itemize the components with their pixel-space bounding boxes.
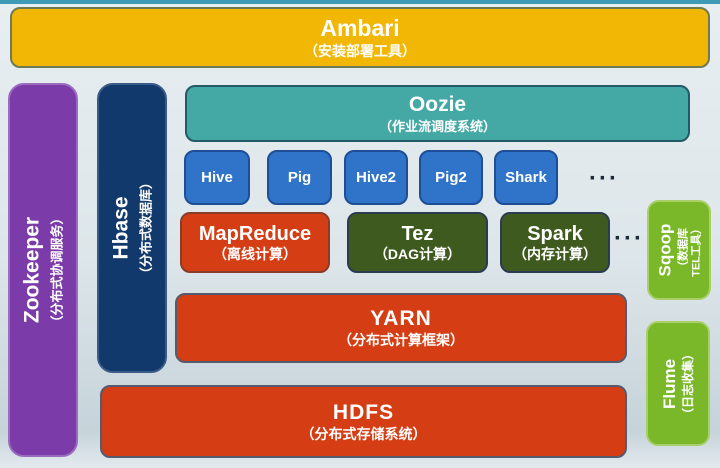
ambari-box: Ambari （安装部署工具） xyxy=(10,7,710,68)
mapreduce-subtitle: （离线计算） xyxy=(213,246,297,263)
sqoop-box: Sqoop （数据库 TEL工具） xyxy=(647,200,711,300)
oozie-box: Oozie （作业流调度系统） xyxy=(185,85,690,142)
sqoop-subtitle-line1: （数据库 xyxy=(677,228,690,272)
hbase-title: Hbase xyxy=(109,196,133,260)
flume-title: Flume xyxy=(660,358,680,409)
top-border-strip xyxy=(0,0,720,4)
ambari-subtitle: （安装部署工具） xyxy=(304,43,416,60)
sqoop-subtitle: （数据库 TEL工具） xyxy=(677,223,702,277)
shark-box: Shark xyxy=(494,150,558,205)
zookeeper-rotated-text: Zookeeper （分布式协调服务） xyxy=(21,211,66,328)
oozie-title: Oozie xyxy=(408,93,467,117)
yarn-box: YARN （分布式计算框架） xyxy=(175,293,627,363)
flume-box: Flume （日志收集） xyxy=(646,321,710,446)
zookeeper-box: Zookeeper （分布式协调服务） xyxy=(8,83,78,457)
hdfs-box: HDFS （分布式存储系统） xyxy=(100,385,627,458)
mapreduce-box: MapReduce （离线计算） xyxy=(180,212,330,273)
sqoop-title: Sqoop xyxy=(655,223,675,277)
engines-ellipsis: ··· xyxy=(614,225,644,252)
tez-title: Tez xyxy=(401,223,434,246)
spark-box: Spark （内存计算） xyxy=(500,212,610,273)
oozie-subtitle: （作业流调度系统） xyxy=(378,118,496,134)
hbase-subtitle: （分布式数据库） xyxy=(138,175,154,281)
clients-ellipsis: ··· xyxy=(589,165,619,192)
yarn-title: YARN xyxy=(370,307,432,331)
pig-box: Pig xyxy=(267,150,332,205)
ambari-title: Ambari xyxy=(320,15,400,42)
sqoop-subtitle-line2: TEL工具） xyxy=(690,223,702,277)
tez-subtitle: （DAG计算） xyxy=(373,246,462,263)
hbase-rotated-text: Hbase （分布式数据库） xyxy=(110,176,155,280)
hbase-box: Hbase （分布式数据库） xyxy=(97,83,167,373)
zookeeper-title: Zookeeper xyxy=(20,216,44,324)
tez-box: Tez （DAG计算） xyxy=(347,212,488,273)
yarn-subtitle: （分布式计算框架） xyxy=(338,332,464,349)
hdfs-subtitle: （分布式存储系统） xyxy=(300,425,427,442)
pig2-box: Pig2 xyxy=(419,150,483,205)
spark-subtitle: （内存计算） xyxy=(513,246,597,263)
hive2-box: Hive2 xyxy=(344,150,408,205)
zookeeper-subtitle: （分布式协调服务） xyxy=(49,211,65,329)
hdfs-title: HDFS xyxy=(332,400,395,424)
sqoop-rotated-text: Sqoop （数据库 TEL工具） xyxy=(655,223,702,277)
mapreduce-title: MapReduce xyxy=(198,223,312,246)
flume-subtitle: （日志收集） xyxy=(681,347,696,420)
hive-box: Hive xyxy=(184,150,250,205)
spark-title: Spark xyxy=(527,223,583,246)
flume-rotated-text: Flume （日志收集） xyxy=(660,347,696,419)
